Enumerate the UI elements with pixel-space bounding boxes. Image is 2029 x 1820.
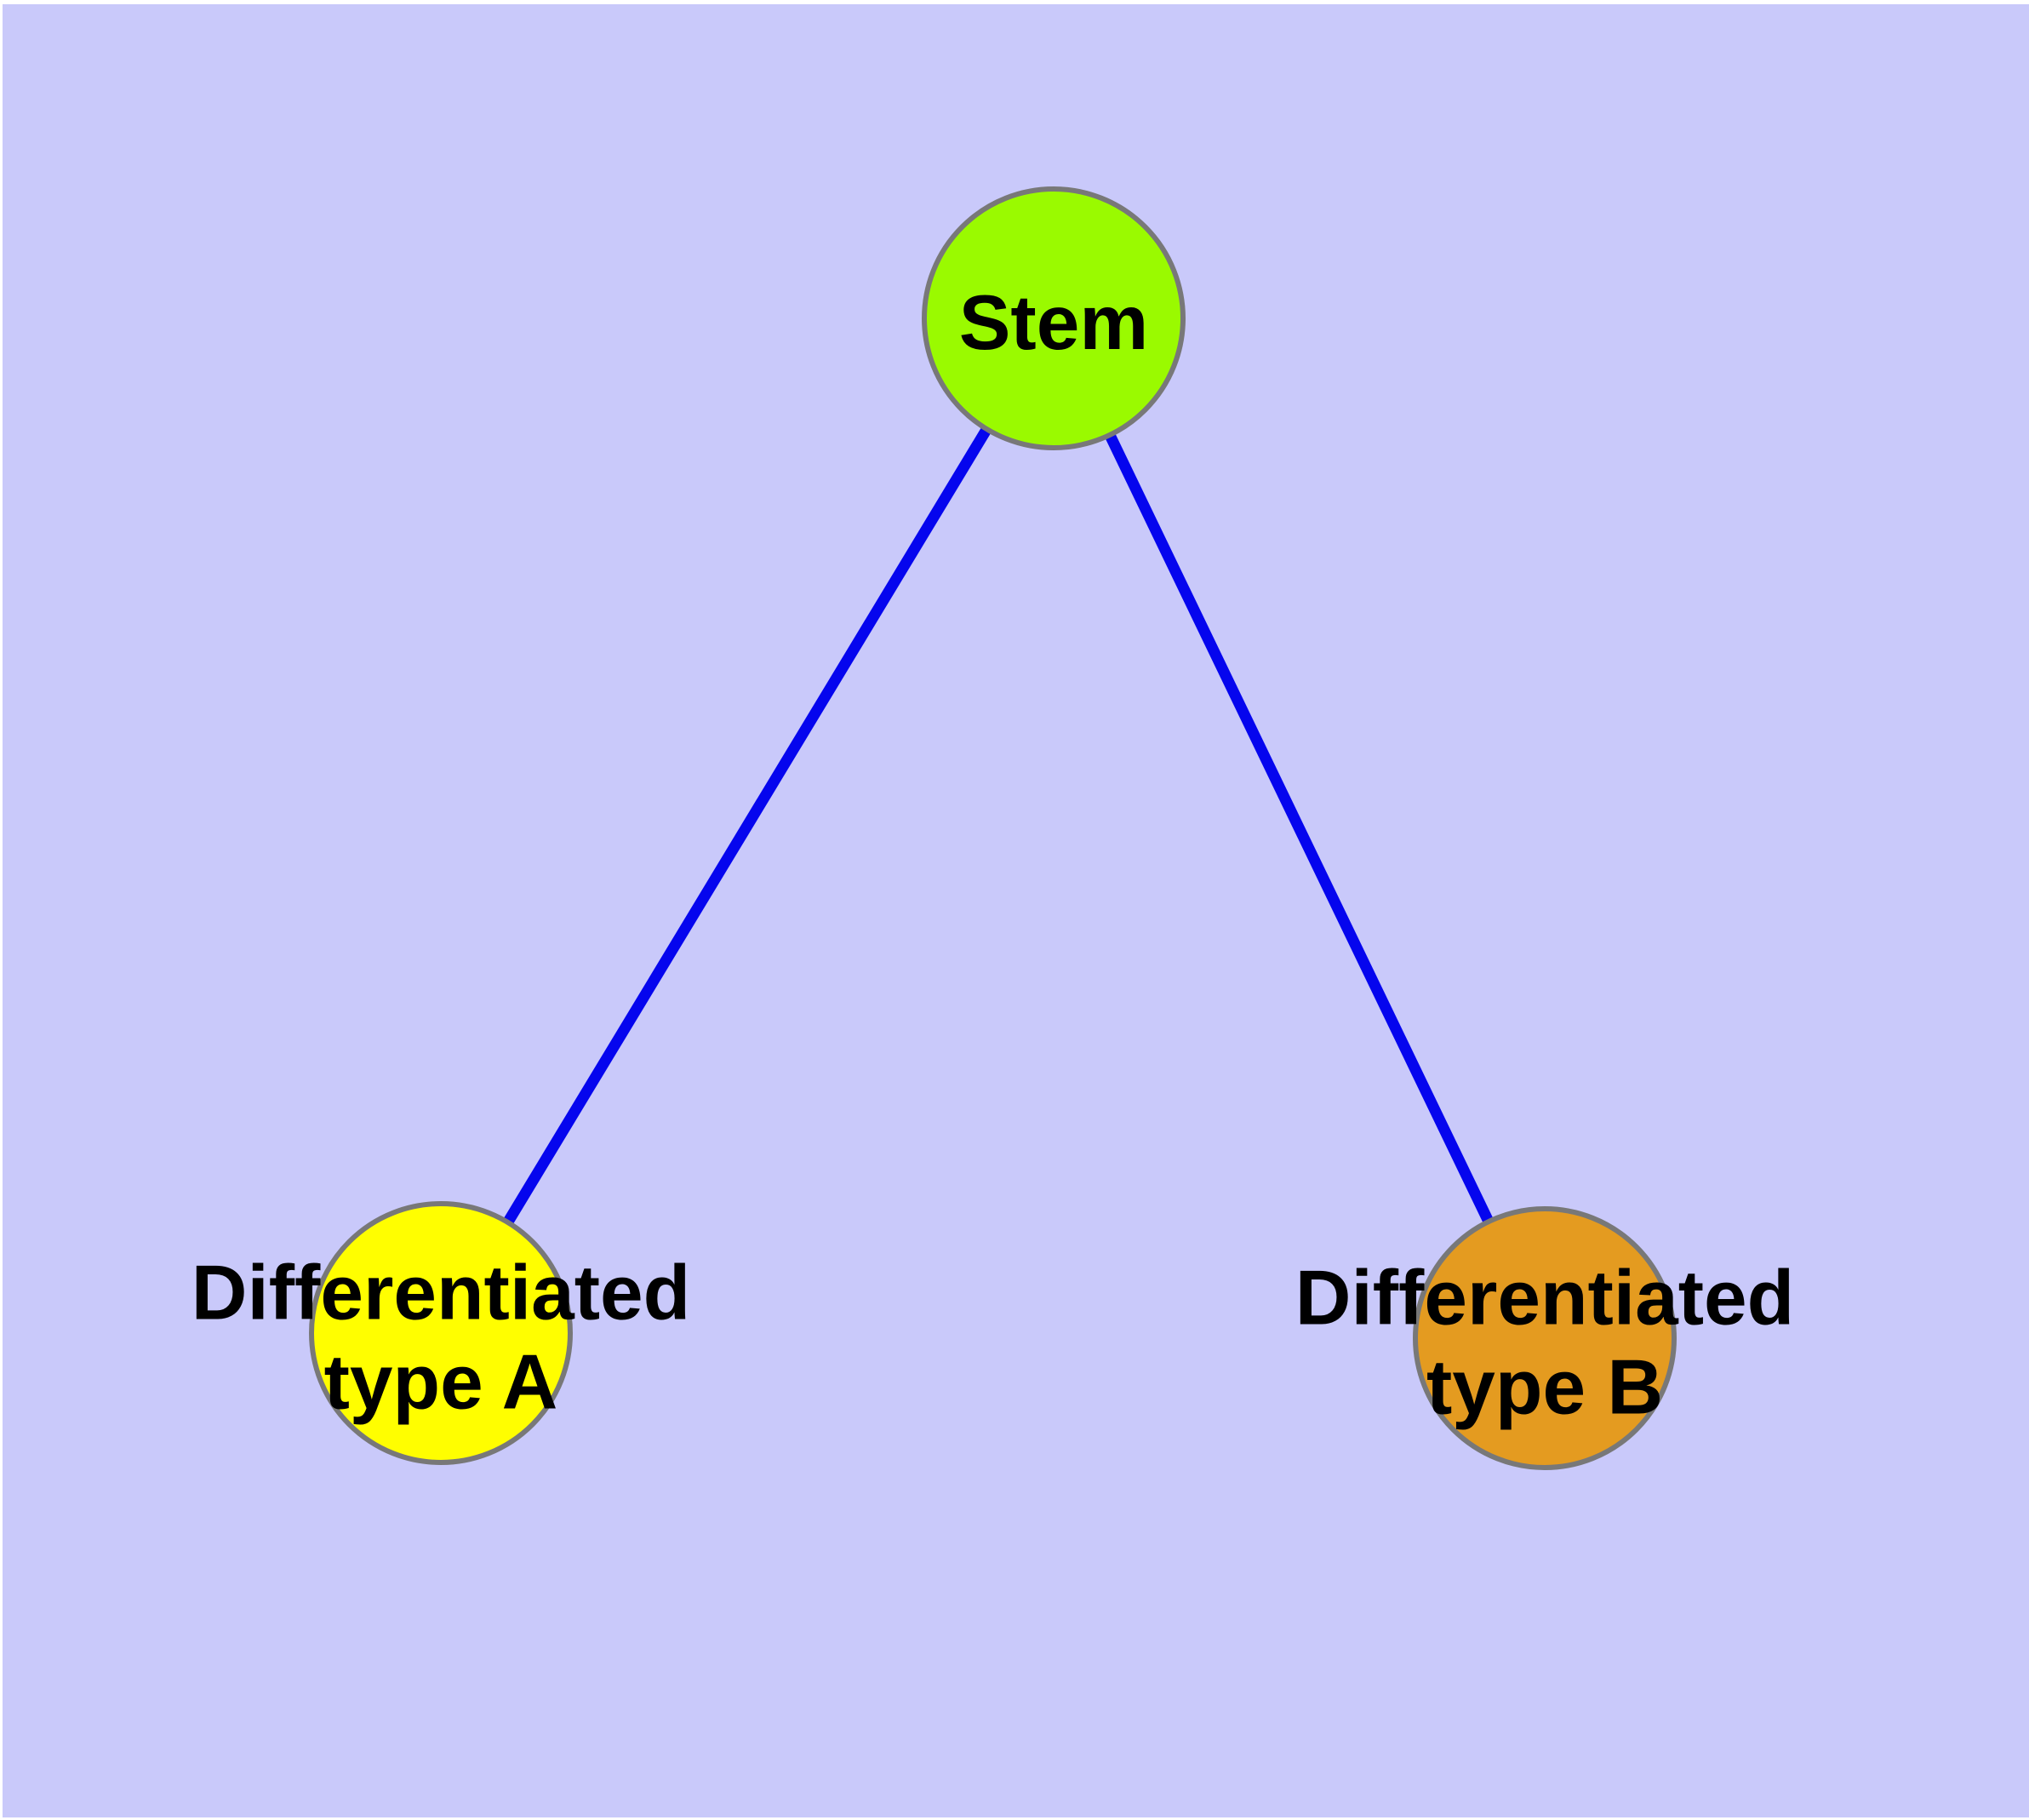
- node-diff-type-a: [309, 1201, 573, 1465]
- node-diff-type-b: [1413, 1206, 1677, 1470]
- node-diff-type-b-label-line-2: type B: [1426, 1345, 1663, 1431]
- node-stem-label-line-1: Stem: [959, 280, 1149, 366]
- edge-stem-to-diff-type-a: [436, 315, 1059, 1336]
- edge-stem-to-diff-type-b: [1049, 316, 1550, 1341]
- node-diff-type-a-circle: [309, 1201, 573, 1465]
- node-diff-type-b-circle: [1413, 1206, 1677, 1470]
- node-diff-type-a-label-line-2: type A: [324, 1340, 558, 1426]
- node-stem-circle: [922, 186, 1186, 450]
- node-stem: [922, 186, 1186, 450]
- node-stem-label: Stem: [959, 280, 1149, 366]
- node-diff-type-b-label-line-1: Differentiated: [1295, 1256, 1795, 1342]
- node-diff-type-a-label-line-1: Differentiated: [191, 1251, 691, 1336]
